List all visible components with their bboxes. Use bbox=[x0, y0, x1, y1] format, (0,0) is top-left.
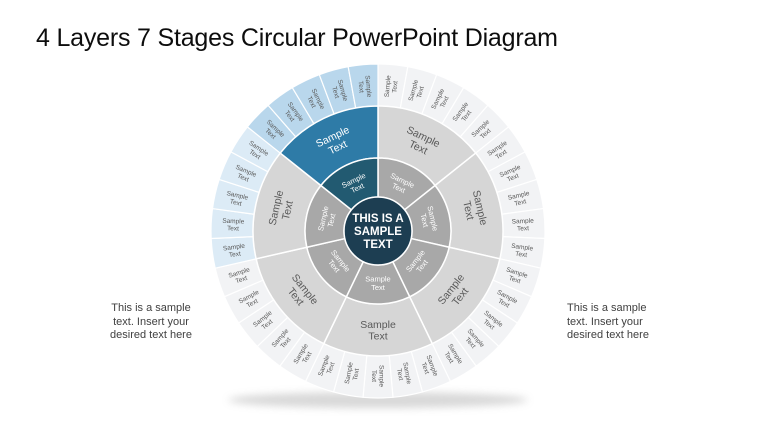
outer-wedge-label: SampleText bbox=[223, 243, 247, 260]
outer-wedge-label: SampleText bbox=[222, 218, 245, 233]
caption-line: text. Insert your bbox=[567, 315, 643, 328]
slide-title: 4 Layers 7 Stages Circular PowerPoint Di… bbox=[36, 24, 558, 52]
caption-line: This is a sample bbox=[111, 302, 191, 314]
middle-ring-label: SampleText bbox=[267, 189, 298, 229]
caption-line: desired text here bbox=[110, 329, 192, 341]
inner-ring-label: SampleText bbox=[316, 205, 339, 234]
wheel-shadow bbox=[228, 392, 528, 408]
left-caption: This is a sample text. Insert your desir… bbox=[92, 302, 210, 343]
inner-ring-label: SampleText bbox=[417, 205, 440, 234]
outer-wedge-label: SampleText bbox=[344, 361, 362, 386]
outer-wedge-label: SampleText bbox=[384, 75, 400, 99]
outer-wedge-label: SampleText bbox=[512, 218, 535, 233]
outer-wedge-label: SampleText bbox=[507, 190, 532, 209]
outer-wedge-label: SampleText bbox=[224, 190, 249, 209]
outer-wedge-label: SampleText bbox=[510, 243, 534, 260]
outer-wedge-label: SampleText bbox=[370, 365, 384, 387]
outer-wedge-label: SampleText bbox=[356, 75, 372, 99]
outer-wedge-label: SampleText bbox=[394, 362, 412, 387]
caption-line: desired text here bbox=[567, 329, 649, 341]
caption-line: text. Insert your bbox=[113, 315, 189, 328]
middle-ring-label: SampleText bbox=[458, 189, 489, 229]
caption-line: This is a sample bbox=[567, 302, 647, 314]
center-hub bbox=[343, 196, 413, 266]
right-caption: This is a sample text. Insert your desir… bbox=[567, 302, 697, 343]
